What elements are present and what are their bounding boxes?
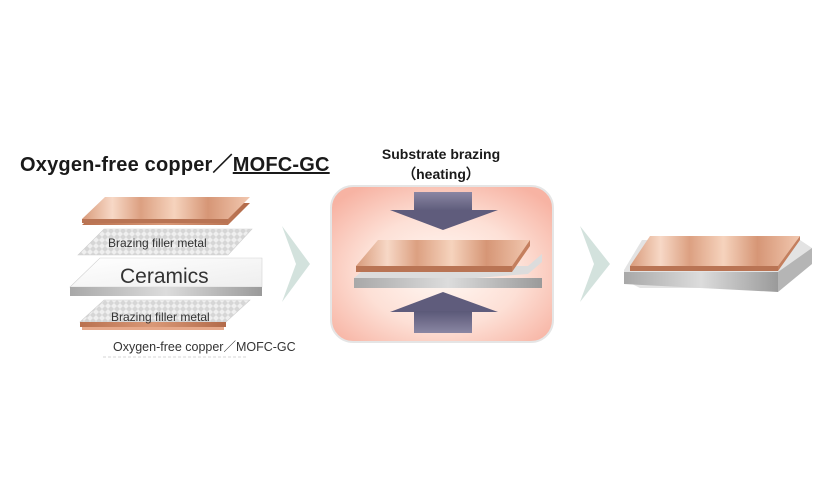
bonded-substrate [624,236,812,292]
diagram-title: Oxygen-free copper／MOFC-GC [20,148,330,177]
heating-chamber [330,185,554,343]
title-product-name: MOFC-GC [232,154,330,176]
chamber-stack [354,240,542,288]
layer-label-filler-bottom: Brazing filler metal [111,310,210,324]
press-down-arrow [390,192,498,230]
process-step-subtitle: （heating） [402,166,480,182]
bottom-copper-plate [80,322,226,330]
press-up-arrow [390,292,498,333]
top-copper-plate [82,197,250,225]
ceramic-plate [69,257,263,296]
layer-label-bottom-copper: Oxygen-free copper／MOFC-GC [113,340,296,354]
process-chevron-1 [282,226,310,302]
process-step-title: Substrate brazing [381,146,501,162]
title-prefix: Oxygen-free copper／ [20,154,233,176]
process-chevron-2 [580,226,610,302]
layer-label-ceramics: Ceramics [120,265,209,288]
top-filler-sheet [77,228,253,256]
layer-label-filler-top: Brazing filler metal [108,236,207,250]
